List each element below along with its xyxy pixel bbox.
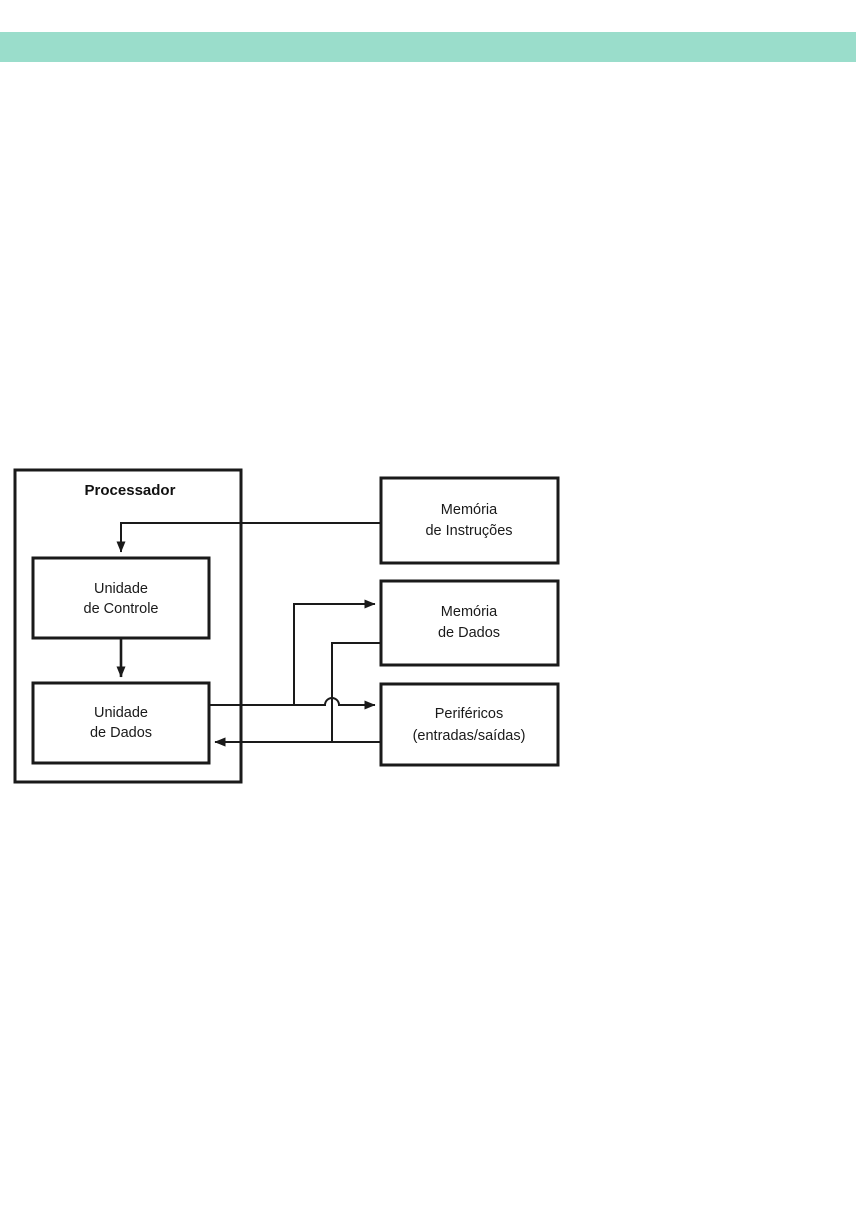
box-memoria-dados <box>379 579 560 667</box>
box-unidade-dados-label-line2: de Dados <box>90 725 152 741</box>
box-memoria-dados-label-line1: Memória <box>441 604 498 620</box>
box-memoria-dados-label-line2: de Dados <box>438 625 500 641</box>
wire-dados-para-perifericos <box>209 697 376 710</box>
box-perifericos-label-line1: Periféricos <box>435 706 504 722</box>
box-memoria-instrucoes <box>379 476 560 565</box>
box-memoria-instrucoes-label-line1: Memória <box>441 502 498 518</box>
box-unidade-dados-label-line1: Unidade <box>94 705 148 721</box>
box-memoria-instrucoes-label-line2: de Instruções <box>425 523 512 539</box>
box-unidade-dados <box>31 681 211 765</box>
box-unidade-controle-label-line2: de Controle <box>84 601 159 617</box>
box-processador-label: Processador <box>85 482 176 499</box>
box-unidade-controle <box>31 556 211 640</box>
wire-instrucoes-para-controle <box>116 522 381 553</box>
box-perifericos-label-line2: (entradas/saídas) <box>413 728 526 744</box>
box-perifericos <box>379 682 560 767</box>
box-unidade-controle-label-line1: Unidade <box>94 581 148 597</box>
top-accent-bar <box>0 32 856 62</box>
